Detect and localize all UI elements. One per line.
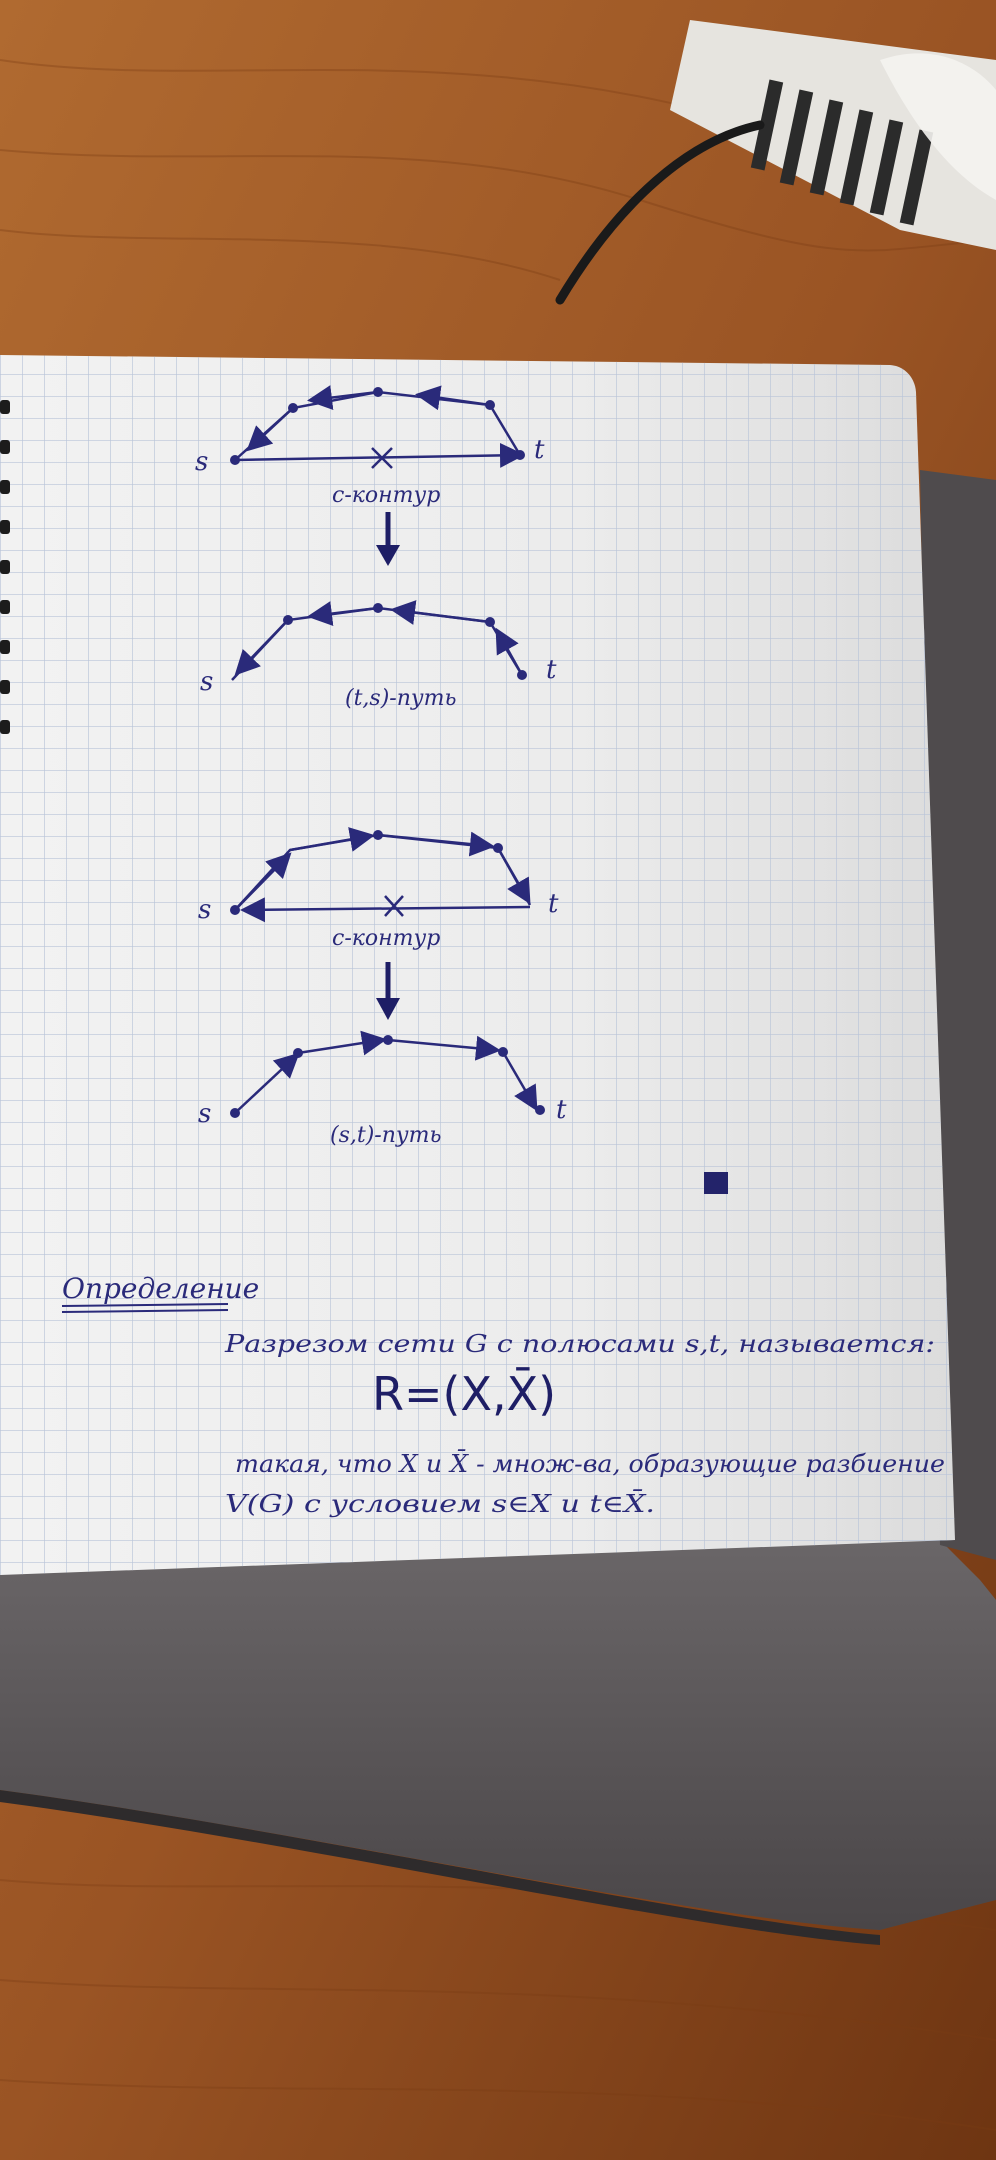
diagram-2-caption: c-контур: [332, 926, 440, 951]
diagram-1-nodes: [230, 387, 525, 465]
diagram-1-sink-label: t: [534, 435, 545, 465]
cable: [555, 120, 765, 305]
diagram-2-sink-label: t: [548, 889, 559, 919]
definition-heading: Определение: [62, 1272, 259, 1305]
diagram-2-down-arrow: [376, 962, 400, 1020]
diagram-1-result-source-label: s: [200, 667, 213, 697]
spiral-binding: [0, 400, 10, 734]
diagram-1-source-label: s: [195, 447, 208, 477]
diagram-1-result-caption: (t,s)-путь: [345, 686, 457, 711]
definition-line-1: Разрезом сети G с полюсами s,t, называет…: [224, 1330, 935, 1358]
diagram-2-result-path: [234, 1030, 538, 1114]
diagram-1-caption: c-контур: [332, 483, 440, 508]
definition-formula: R=(X,X̄): [372, 1367, 556, 1421]
wood-grain: [0, 59, 996, 2131]
diagram-2-result-source-label: s: [198, 1099, 211, 1129]
diagram-2-result-sink-label: t: [556, 1095, 567, 1125]
diagram-2-source-label: s: [198, 895, 211, 925]
diagram-2-result-caption: (s,t)-путь: [330, 1123, 442, 1148]
definition-line-2: такая, что X и X̄ - множ-ва, образующие …: [235, 1450, 945, 1478]
diagram-1-result-sink-label: t: [546, 655, 557, 685]
definition-underline: [61, 1303, 229, 1313]
laptop-lid: [0, 1540, 996, 1930]
definition-line-3: V(G) с условием s∈X и t∈X̄.: [225, 1490, 655, 1518]
router-object: [670, 20, 996, 250]
ink-blot: [704, 1172, 728, 1194]
diagram-1-down-arrow: [376, 512, 400, 566]
